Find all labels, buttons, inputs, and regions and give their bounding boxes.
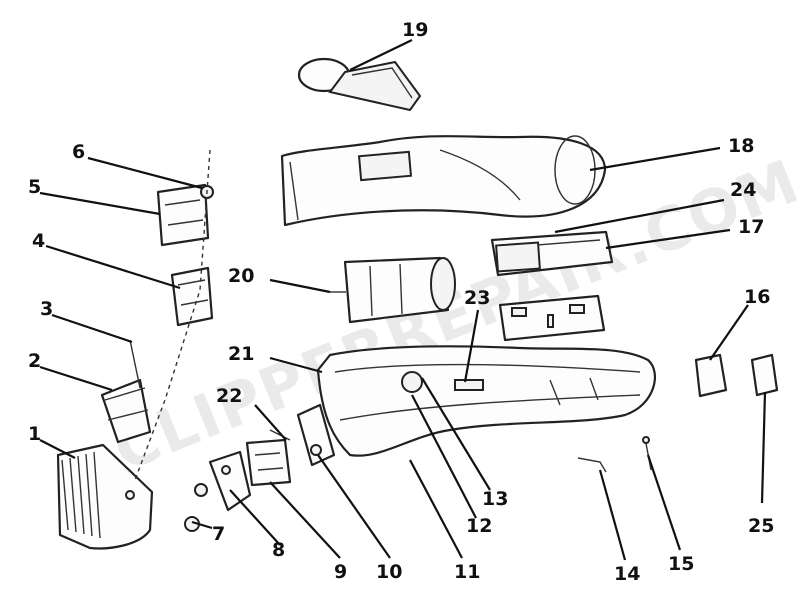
part-9-lever-plate [245,438,292,487]
part-25-switch-cap [750,353,779,397]
callout-7: 7 [212,523,225,545]
callout-4: 4 [32,230,45,252]
callout-3: 3 [40,298,53,320]
callout-14: 14 [614,563,640,585]
callout-11: 11 [454,561,480,583]
assembly-axis [134,149,211,481]
part-23-bracket-plate [498,294,606,342]
part-11-lower-housing [316,345,656,457]
callout-22: 22 [216,385,242,407]
callout-17: 17 [738,216,764,238]
part-24-cover-plate [495,241,541,273]
callout-20: 20 [228,265,254,287]
callout-12: 12 [466,515,492,537]
part-19-lever [297,57,422,112]
callout-9: 9 [334,561,347,583]
part-5-bracket [156,183,210,247]
callout-1: 1 [28,423,41,445]
callout-25: 25 [748,515,774,537]
part-3-spring [129,339,141,389]
callout-24: 24 [730,179,756,201]
part-16-switch [694,353,728,398]
callout-18: 18 [728,135,754,157]
callout-8: 8 [272,539,285,561]
leader-lines [39,39,767,561]
part-10-end-plate [296,403,336,467]
callout-6: 6 [72,141,85,163]
callout-15: 15 [668,553,694,575]
part-14-clip [577,457,607,473]
callout-23: 23 [464,287,490,309]
callout-21: 21 [228,343,254,365]
part-20-motor [330,256,456,324]
part-2-cutter [100,378,152,444]
callout-16: 16 [744,286,770,308]
part-22-spring [269,429,291,441]
callout-2: 2 [28,350,41,372]
callout-labels: 1 2 3 4 5 6 7 8 9 10 11 12 13 14 15 16 1… [28,19,774,585]
part-8-blade-guide [208,450,252,512]
callout-19: 19 [402,19,428,41]
callout-5: 5 [28,176,41,198]
part-1-blade [56,443,154,550]
callout-10: 10 [376,561,402,583]
part-4-drive-lever [170,266,214,327]
part-18-upper-housing [280,135,607,227]
callout-13: 13 [482,488,508,510]
part-15-pin [642,436,652,471]
part-7-screws [184,483,208,532]
